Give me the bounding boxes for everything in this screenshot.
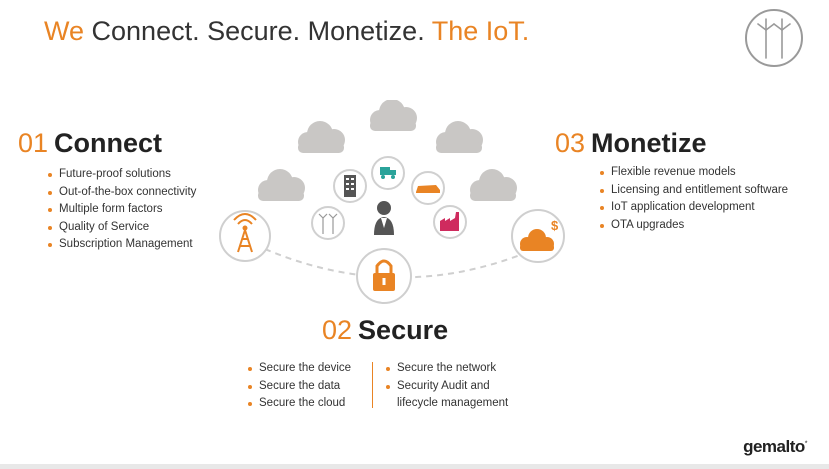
list-item: Licensing and entitlement software [598,182,788,200]
radio-tower-icon [219,210,271,262]
list-item: Multiple form factors [46,201,196,219]
car-icon [411,171,445,205]
secure-list-right: Secure the network Security Audit and li… [384,360,508,413]
lock-icon [356,248,412,304]
list-item: Secure the cloud [246,395,351,413]
list-item-continuation: lifecycle management [397,397,509,409]
logo-text: gemalto [743,437,805,456]
list-item: Future-proof solutions [46,166,196,184]
person-icon [374,201,394,235]
list-item: Security Audit and [384,378,508,396]
title-iot: The IoT. [431,16,530,46]
logo-mark: * [804,440,808,448]
page-title: We Connect. Secure. Monetize. The IoT. [44,16,529,47]
gemalto-logo: gemalto* [743,437,807,457]
iot-diagram: $ [219,100,565,304]
monetize-list: Flexible revenue models Licensing and en… [598,164,788,234]
monetize-number: 03 [555,128,586,158]
wind-turbine-icon [745,9,803,67]
list-item: Secure the network [384,360,508,378]
wind-turbine-icon [311,206,345,240]
list-item: Flexible revenue models [598,164,788,182]
truck-icon [371,156,405,190]
list-item: Secure the device [246,360,351,378]
list-item: Quality of Service [46,219,196,237]
list-item: Secure the data [246,378,351,396]
list-item: Out-of-the-box connectivity [46,184,196,202]
bottom-bar [0,464,829,469]
secure-divider [372,362,373,408]
secure-title: Secure [358,315,449,345]
list-item: IoT application development [598,199,788,217]
secure-number: 02 [322,315,353,345]
connect-number: 01 [18,128,49,158]
factory-icon [433,205,467,239]
title-middle: Connect. Secure. Monetize. [84,16,432,46]
title-we: We [44,16,85,46]
connect-list: Future-proof solutions Out-of-the-box co… [46,166,196,254]
secure-list-left: Secure the device Secure the data Secure… [246,360,351,413]
list-item: OTA upgrades [598,217,788,235]
cloud-dollar-icon: $ [511,209,565,263]
building-icon [333,169,367,203]
svg-text:$: $ [551,218,559,233]
list-item: Subscription Management [46,236,196,254]
monetize-title: Monetize [591,128,707,158]
connect-title: Connect [54,128,163,158]
